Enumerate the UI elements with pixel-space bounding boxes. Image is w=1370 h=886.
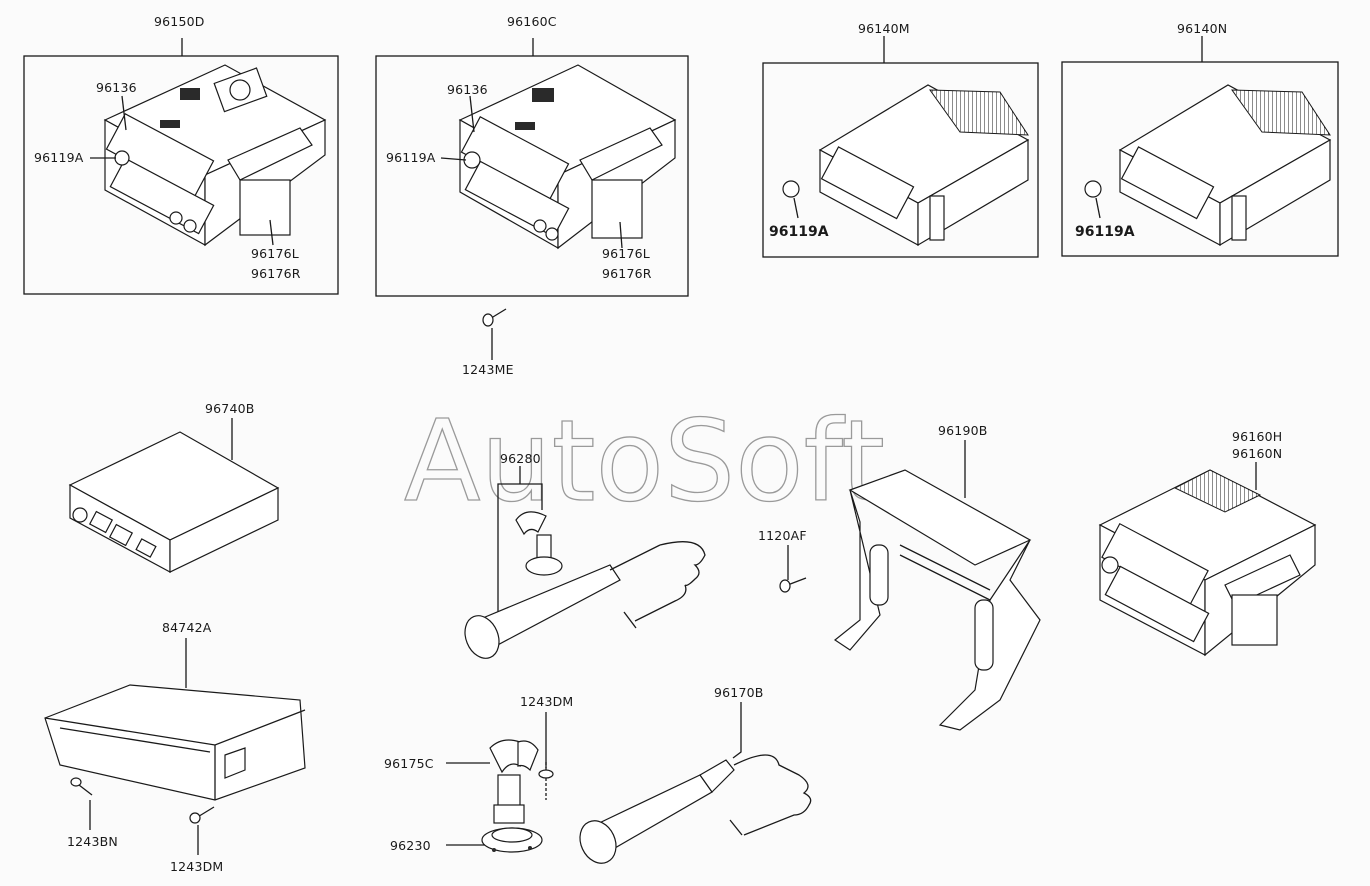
- group-84742A: 84742A: [44, 620, 306, 801]
- group-96140N: 96140N 96119A: [1061, 21, 1339, 257]
- bracket-96190B[interactable]: [833, 469, 1041, 731]
- tray-84742A[interactable]: [44, 684, 306, 801]
- group-96170B: 96170B: [573, 685, 812, 869]
- label-96230: 96230: [390, 838, 431, 853]
- knob-96119A-c[interactable]: [782, 180, 800, 198]
- label-96119A-d: 96119A: [1075, 224, 1135, 240]
- watermark-text: AutoSoft: [404, 397, 885, 527]
- label-96136-b: 96136: [447, 82, 488, 97]
- label-96280: 96280: [500, 451, 541, 466]
- cd-unit-96140N[interactable]: [1118, 84, 1332, 247]
- label-96740B: 96740B: [205, 401, 255, 416]
- group-96140M: 96140M 96119A: [762, 21, 1039, 258]
- microphone-96280[interactable]: [459, 541, 706, 664]
- mic-holder-96280[interactable]: [515, 511, 563, 576]
- label-1243DM-a: 1243DM: [520, 694, 573, 709]
- screw-1243DM-b[interactable]: [189, 806, 215, 824]
- group-96740B: 96740B: [68, 401, 280, 574]
- knob-96119A-d[interactable]: [1084, 180, 1102, 198]
- frame-96150D: [23, 55, 339, 295]
- screw-1243ME[interactable]: [482, 308, 507, 327]
- screw-1243BN[interactable]: [70, 777, 93, 796]
- label-96176L-b: 96176L: [602, 246, 650, 261]
- group-96175C: 1243DM 96175C 96230: [384, 694, 573, 853]
- label-96150D: 96150D: [154, 14, 205, 29]
- label-1243BN: 1243BN: [67, 834, 118, 849]
- group-96280: 96280: [459, 451, 706, 664]
- label-96140N: 96140N: [1177, 21, 1227, 36]
- label-96160H: 96160H: [1232, 429, 1282, 444]
- microphone-96170B[interactable]: [573, 754, 812, 869]
- label-96176R-a: 96176R: [251, 266, 301, 281]
- label-96190B: 96190B: [938, 423, 988, 438]
- label-1243ME: 1243ME: [462, 362, 514, 377]
- screw-1120AF[interactable]: [779, 577, 807, 593]
- label-96170B: 96170B: [714, 685, 764, 700]
- label-96176L-a: 96176L: [251, 246, 299, 261]
- radio-unit-96160H[interactable]: [1098, 469, 1317, 657]
- radio-unit-96150D[interactable]: [103, 64, 327, 247]
- label-96119A-b: 96119A: [386, 150, 436, 165]
- mic-stand-96230[interactable]: [481, 739, 543, 853]
- frame-96160C: [375, 55, 689, 297]
- label-1120AF: 1120AF: [758, 528, 807, 543]
- group-96190B: 96190B: [833, 423, 1041, 731]
- group-96150D: 96150D 96136 96119A 96176L 96176R: [23, 14, 339, 295]
- label-96175C: 96175C: [384, 756, 434, 771]
- label-96160C: 96160C: [507, 14, 557, 29]
- label-96136-a: 96136: [96, 80, 137, 95]
- label-96176R-b: 96176R: [602, 266, 652, 281]
- frame-96140N: [1061, 61, 1339, 257]
- label-96119A-a: 96119A: [34, 150, 84, 165]
- group-96160C: 96160C 96136 96119A 96176L 96176R: [375, 14, 689, 297]
- label-84742A: 84742A: [162, 620, 212, 635]
- module-96740B[interactable]: [68, 431, 280, 574]
- radio-unit-96160C[interactable]: [458, 64, 677, 250]
- label-96140M: 96140M: [858, 21, 910, 36]
- label-96160N: 96160N: [1232, 446, 1282, 461]
- frame-96140M: [762, 62, 1039, 258]
- group-96160H: 96160H 96160N: [1098, 429, 1317, 657]
- cd-unit-96140M[interactable]: [818, 84, 1030, 247]
- label-96119A-c: 96119A: [769, 224, 829, 240]
- label-1243DM-b: 1243DM: [170, 859, 223, 874]
